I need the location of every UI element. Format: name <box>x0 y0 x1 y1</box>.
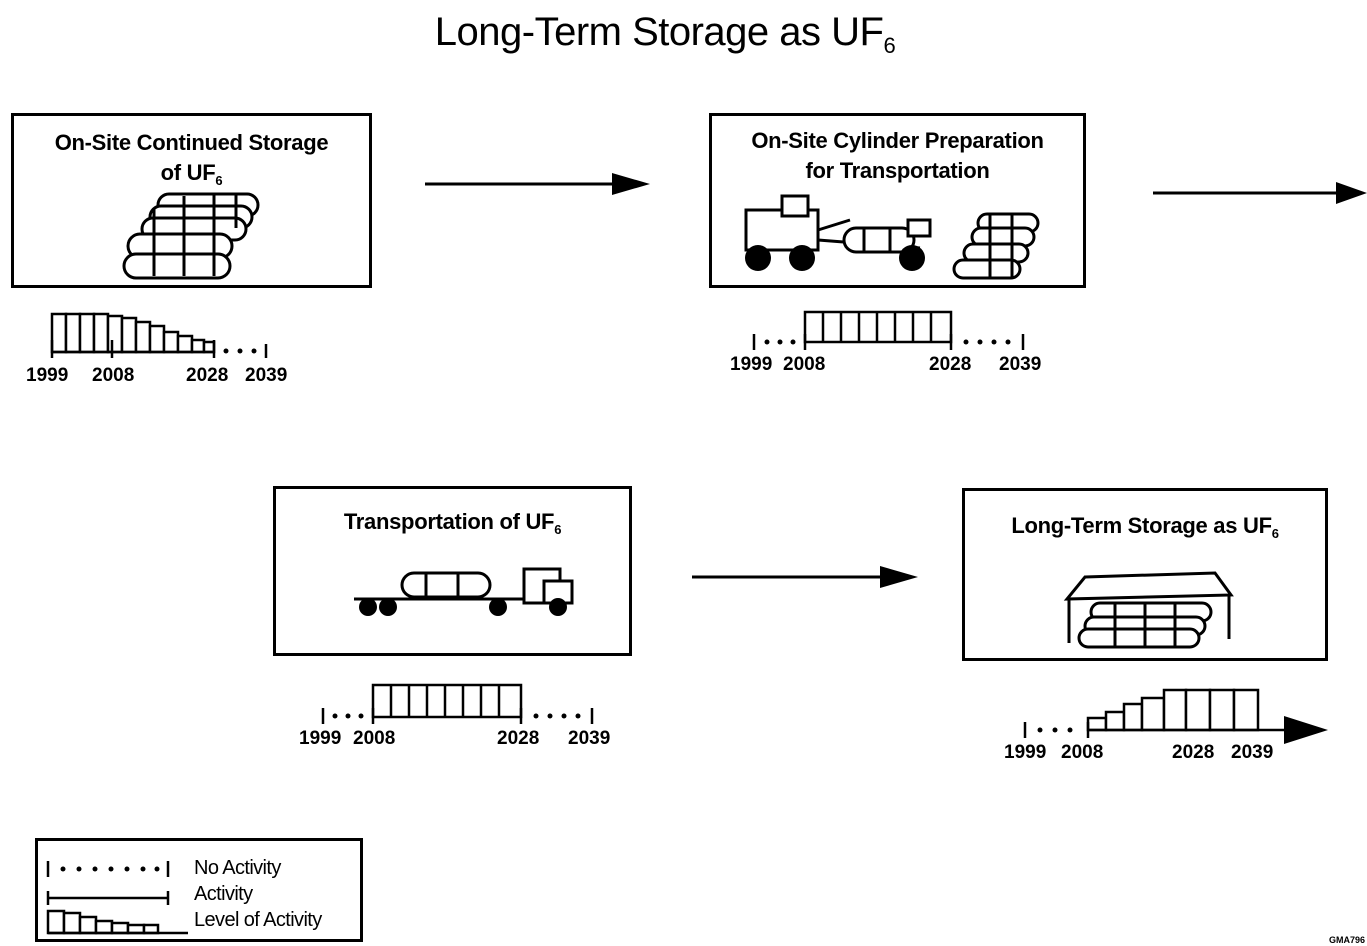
step-transportation-title-line1: Transportation of UF <box>343 509 555 534</box>
step-long-term-storage: Long-Term Storage as UF6 <box>962 488 1328 661</box>
figure-code: GMA796 <box>1328 935 1365 945</box>
timeline-transportation <box>321 683 594 724</box>
flow-arrow-1 <box>425 173 650 195</box>
cylinder-stack-icon <box>122 192 260 280</box>
timeline-long-term-storage-dots <box>1037 727 1073 733</box>
truck-icon <box>354 567 574 616</box>
timeline-onsite-storage <box>50 312 268 358</box>
tl4-year-2008: 2008 <box>1061 742 1103 763</box>
step-transportation: Transportation of UF6 <box>273 486 632 656</box>
tl1-year-1999: 1999 <box>26 365 68 386</box>
tl2-year-1999: 1999 <box>730 354 772 375</box>
tl2-year-2008: 2008 <box>783 354 825 375</box>
tl1-year-2008: 2008 <box>92 365 134 386</box>
step-onsite-storage: On-Site Continued Storage of UF6 <box>11 113 372 288</box>
tl3-year-2008: 2008 <box>353 728 395 749</box>
title-text: Long-Term Storage as UF <box>434 10 884 54</box>
timeline-transportation-dots <box>332 713 581 719</box>
flow-arrow-3 <box>692 566 918 588</box>
step-onsite-storage-title: On-Site Continued Storage of UF6 <box>14 128 369 196</box>
timeline-cylinder-prep <box>752 310 1025 350</box>
legend: No Activity Activity Level of Activity <box>35 838 363 942</box>
storage-building-icon <box>1063 571 1234 649</box>
page-title: Long-Term Storage as UF6 <box>0 10 1330 59</box>
step-transportation-title: Transportation of UF6 <box>276 507 629 545</box>
step-onsite-storage-title-line1: On-Site Continued Storage <box>54 130 329 155</box>
step-long-term-storage-title-line1: Long-Term Storage as UF <box>1011 513 1272 538</box>
step-onsite-storage-title-line2: of UF <box>160 160 216 185</box>
step-long-term-storage-title-sub: 6 <box>1271 526 1279 541</box>
tl4-year-2028: 2028 <box>1172 742 1214 763</box>
step-long-term-storage-title: Long-Term Storage as UF6 <box>965 511 1325 549</box>
step-transportation-title-sub: 6 <box>554 522 562 537</box>
tl4-year-2039: 2039 <box>1231 742 1273 763</box>
timeline-continues-arrow <box>1284 716 1328 744</box>
step-onsite-storage-title-sub: 6 <box>215 173 223 188</box>
title-subscript: 6 <box>883 33 896 58</box>
step-cylinder-prep-title: On-Site Cylinder Preparation for Transpo… <box>712 126 1083 186</box>
timeline-cylinder-prep-dots <box>764 339 1011 345</box>
legend-level-label: Level of Activity <box>194 909 322 931</box>
flow-arrow-2 <box>1153 182 1367 204</box>
tl3-year-2039: 2039 <box>568 728 610 749</box>
legend-activity-label: Activity <box>194 883 253 905</box>
legend-no-activity-label: No Activity <box>194 857 281 879</box>
legend-symbols <box>46 861 188 935</box>
cylinder-hauler-icon <box>744 194 1040 280</box>
step-cylinder-prep-title-line2: for Transportation <box>805 158 990 183</box>
tl1-year-2028: 2028 <box>186 365 228 386</box>
tl2-year-2028: 2028 <box>929 354 971 375</box>
tl3-year-1999: 1999 <box>299 728 341 749</box>
tl2-year-2039: 2039 <box>999 354 1041 375</box>
timeline-onsite-storage-dots <box>223 348 257 354</box>
step-cylinder-prep-title-line1: On-Site Cylinder Preparation <box>751 128 1044 153</box>
tl3-year-2028: 2028 <box>497 728 539 749</box>
tl1-year-2039: 2039 <box>245 365 287 386</box>
step-cylinder-prep: On-Site Cylinder Preparation for Transpo… <box>709 113 1086 288</box>
tl4-year-1999: 1999 <box>1004 742 1046 763</box>
timeline-long-term-storage <box>1023 688 1296 738</box>
